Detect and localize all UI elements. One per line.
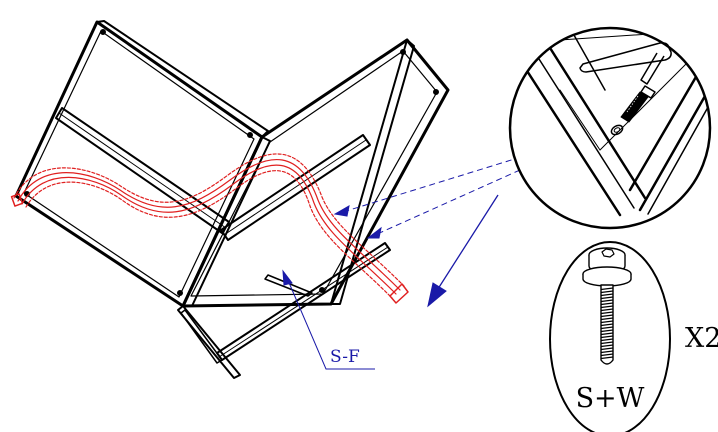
detail-view-circle [508,26,712,230]
thread-line [600,326,614,330]
arrowhead-lower [366,226,382,239]
thread-line [600,353,614,357]
right-frame-panel [181,38,450,308]
callout-arrows [282,156,522,370]
left-frame-panel [14,20,264,308]
thread-line [600,290,614,294]
thread-line [600,320,614,324]
thread-line [600,299,614,303]
quantity-label: X2 [685,323,718,354]
part-leader-arrowhead [282,269,293,286]
screw-with-washer-icon [620,85,656,123]
part-code-label: S-F [330,347,360,367]
thread-line [600,293,614,297]
frame-assembly [14,20,450,379]
thread-line [600,341,614,345]
thread-line [600,338,614,342]
thread-line [600,350,614,354]
hardware-oval [549,241,671,432]
highlighted-tube [10,153,409,304]
leader-line-lower [374,169,521,236]
thread-line [600,329,614,333]
top-rail [96,20,269,138]
thread-line [600,302,614,306]
thread-line [600,335,614,339]
thread-line [600,356,614,360]
screw-thread [600,287,614,360]
thread-line [600,296,614,300]
thread-line [600,317,614,321]
arrowhead-upper [333,205,350,217]
leader-line-upper [342,156,522,213]
thread-line [600,344,614,348]
allen-key-icon [579,42,672,85]
thread-line [600,323,614,327]
thread-line [600,347,614,351]
direction-line [435,194,499,293]
hardware-code-label: S+W [576,383,645,414]
thread-line [600,311,614,315]
thread-line [600,332,614,336]
base-frame [177,242,391,379]
thread-line [600,314,614,318]
thread-line [600,305,614,309]
thread-line [600,308,614,312]
thread-line [600,287,614,291]
screw-icon [582,247,632,365]
part-leader-line [286,277,375,370]
direction-arrowhead [427,282,447,308]
